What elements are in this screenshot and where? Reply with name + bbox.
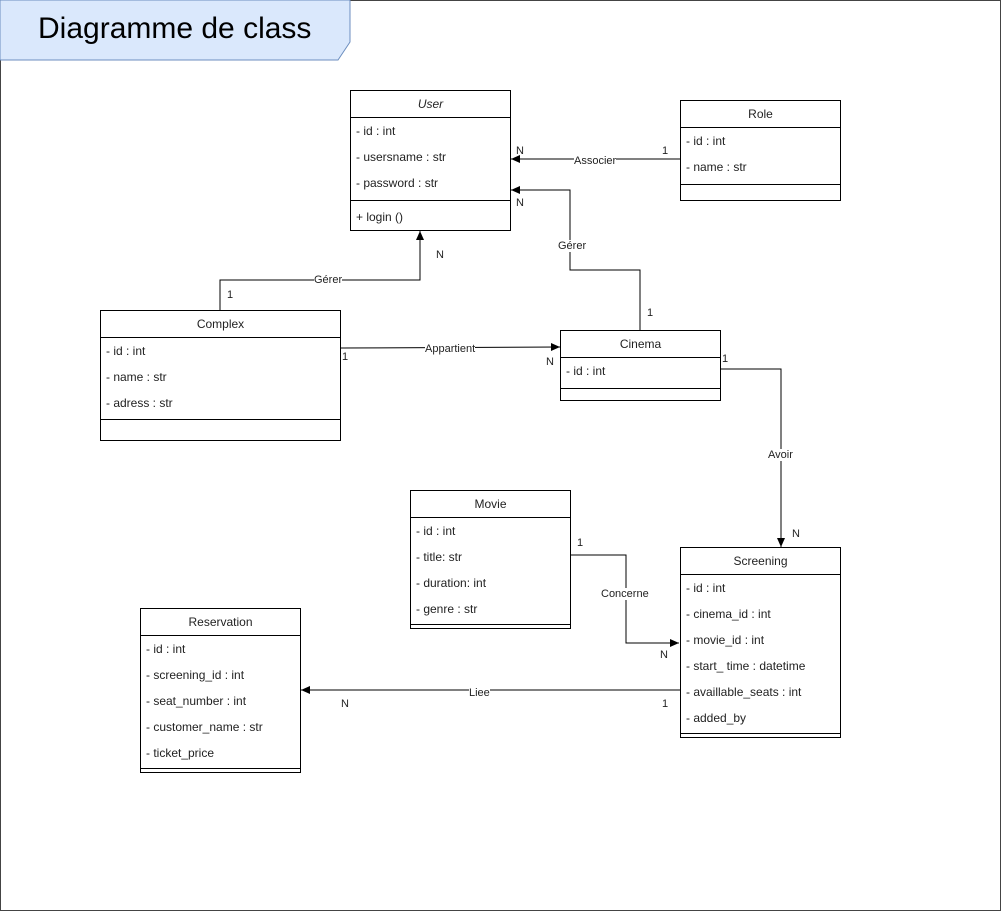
concerne-mult-from: 1 xyxy=(577,537,584,549)
gerer-complex-mult-to: N xyxy=(436,249,444,261)
class-cinema-attribute: - id : int xyxy=(566,364,606,378)
class-cinema-name: Cinema xyxy=(561,331,720,358)
class-reservation[interactable]: Reservation - id : int - screening_id : … xyxy=(140,608,301,773)
class-complex-attribute: - name : str xyxy=(106,370,167,384)
class-movie-attribute: - duration: int xyxy=(416,576,487,590)
class-movie-name: Movie xyxy=(411,491,570,518)
class-screening-name: Screening xyxy=(681,548,840,575)
class-reservation-attribute: - screening_id : int xyxy=(146,668,245,682)
gerer-cinema-label: Gérer xyxy=(558,240,587,252)
class-screening-attribute: - movie_id : int xyxy=(686,633,765,647)
gerer-complex-label: Gérer xyxy=(314,274,343,286)
class-role-divider xyxy=(681,184,840,185)
liee-label: Liee xyxy=(469,687,490,699)
class-movie-attribute: - title: str xyxy=(416,550,463,564)
class-screening-attribute: - id : int xyxy=(686,581,726,595)
class-screening-attribute: - added_by xyxy=(686,711,747,725)
class-complex-divider xyxy=(101,419,340,420)
class-complex-attribute: - id : int xyxy=(106,344,146,358)
liee-mult-to: N xyxy=(341,698,349,710)
class-user[interactable]: User - id : int - usersname : str - pass… xyxy=(350,90,511,231)
avoir-mult-to: N xyxy=(792,528,800,540)
diagram-title: Diagramme de class xyxy=(38,12,312,45)
class-reservation-attribute: - seat_number : int xyxy=(146,694,247,708)
class-role[interactable]: Role - id : int - name : str xyxy=(680,100,841,201)
appartient-mult-from: 1 xyxy=(342,351,349,363)
class-reservation-name: Reservation xyxy=(141,609,300,636)
class-role-name: Role xyxy=(681,101,840,128)
class-screening-divider xyxy=(681,733,840,738)
class-complex[interactable]: Complex - id : int - name : str - adress… xyxy=(100,310,341,441)
class-reservation-attribute: - id : int xyxy=(146,642,186,656)
class-user-name: User xyxy=(351,91,510,118)
gerer-cinema-mult-from: 1 xyxy=(647,307,654,319)
class-cinema-divider xyxy=(561,388,720,389)
gerer-complex-mult-from: 1 xyxy=(227,289,234,301)
class-user-attribute: - usersname : str xyxy=(356,150,447,164)
associer-mult-to: N xyxy=(516,145,524,157)
class-screening[interactable]: Screening - id : int - cinema_id : int -… xyxy=(680,547,841,738)
appartient-label: Appartient xyxy=(425,343,476,355)
avoir-line xyxy=(721,368,785,547)
class-screening-attribute: - availlable_seats : int xyxy=(686,685,802,699)
avoir-label: Avoir xyxy=(768,449,793,461)
gerer-complex-line xyxy=(219,231,424,310)
concerne-mult-to: N xyxy=(660,649,668,661)
class-reservation-attribute: - ticket_price xyxy=(146,746,215,760)
class-reservation-attribute: - customer_name : str xyxy=(146,720,263,734)
class-role-attribute: - id : int xyxy=(686,134,726,148)
class-screening-attribute: - start_ time : datetime xyxy=(686,659,806,673)
associer-label: Associer xyxy=(574,155,617,167)
appartient-mult-to: N xyxy=(546,356,554,368)
class-movie-divider xyxy=(411,624,570,629)
gerer-cinema-mult-to: N xyxy=(516,197,524,209)
class-complex-name: Complex xyxy=(101,311,340,338)
class-user-attribute: - id : int xyxy=(356,124,396,138)
class-user-divider xyxy=(351,200,510,201)
class-user-attribute: - password : str xyxy=(356,176,439,190)
avoir-mult-from: 1 xyxy=(722,353,729,365)
class-movie[interactable]: Movie - id : int - title: str - duration… xyxy=(410,490,571,629)
class-screening-attribute: - cinema_id : int xyxy=(686,607,771,621)
class-complex-attribute: - adress : str xyxy=(106,396,173,410)
class-cinema[interactable]: Cinema - id : int xyxy=(560,330,721,401)
associer-mult-from: 1 xyxy=(662,145,669,157)
class-movie-attribute: - id : int xyxy=(416,524,456,538)
gerer-cinema-line xyxy=(511,186,641,330)
class-movie-attribute: - genre : str xyxy=(416,602,478,616)
concerne-label: Concerne xyxy=(601,588,649,600)
liee-mult-from: 1 xyxy=(662,698,669,710)
class-reservation-divider xyxy=(141,768,300,773)
class-role-attribute: - name : str xyxy=(686,160,747,174)
class-user-method: + login () xyxy=(356,210,404,224)
